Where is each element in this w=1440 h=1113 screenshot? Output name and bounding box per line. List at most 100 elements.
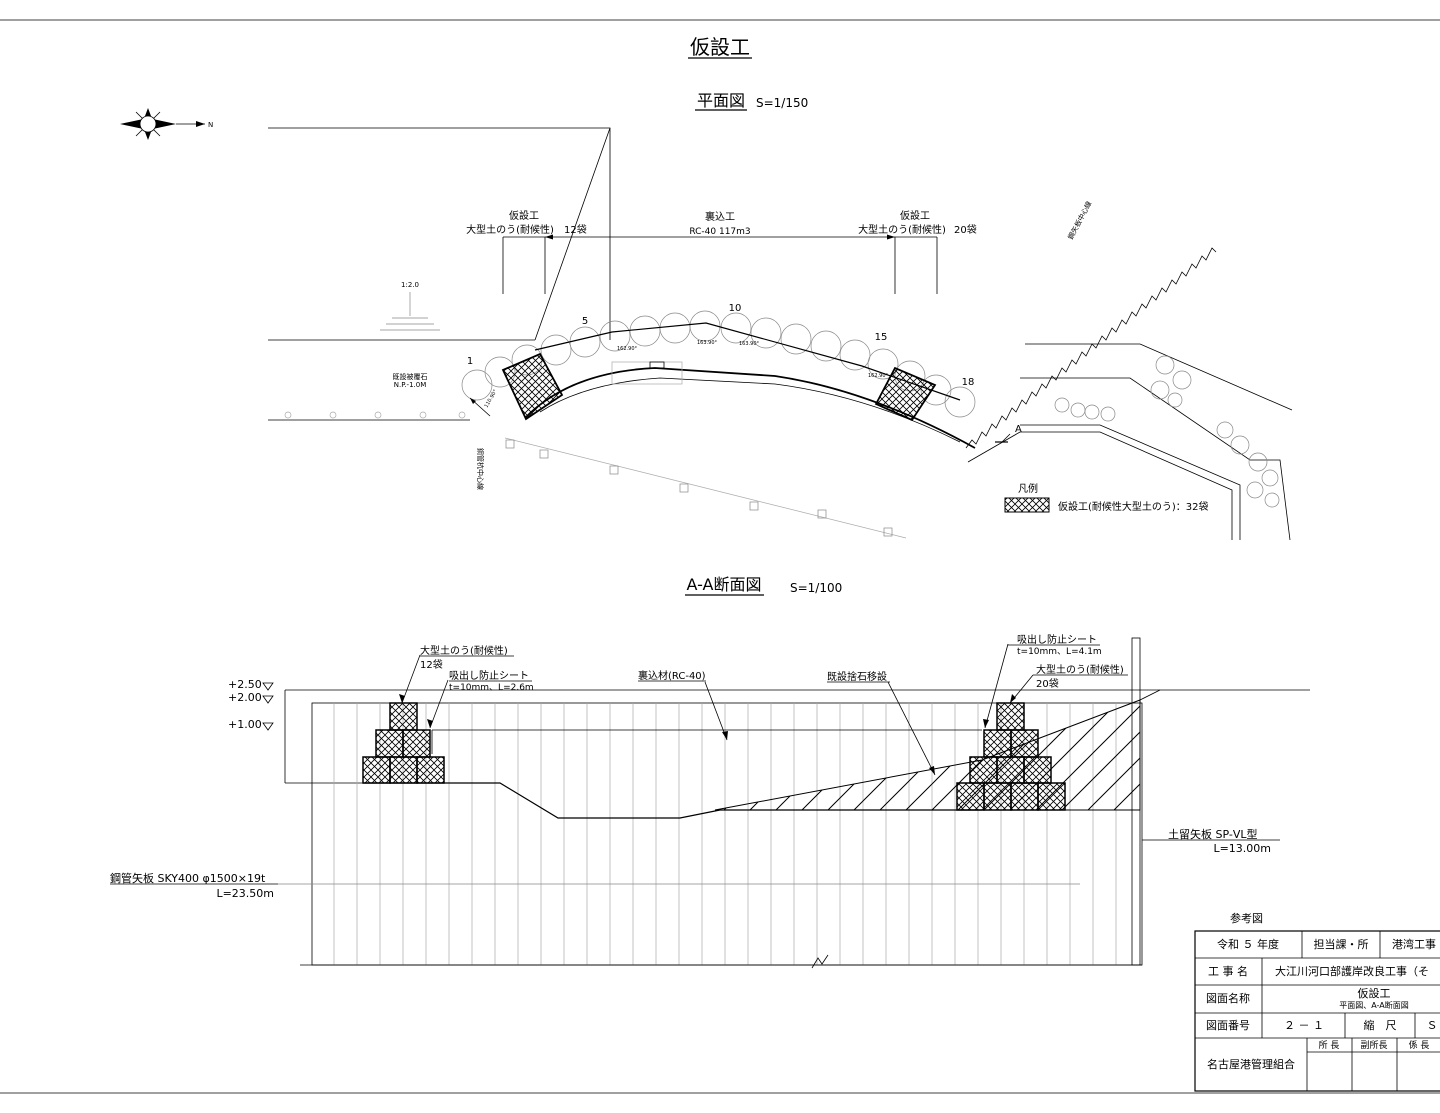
- sheet-pile-zigzag: [965, 247, 1217, 449]
- angle-5: 110.90°: [484, 388, 499, 409]
- angle-2: 163.90°: [697, 340, 717, 346]
- pile-number-1: 1: [467, 356, 473, 367]
- existing-level-label: N.P.-1.0M: [394, 381, 427, 389]
- right-revetment-inner2: [1020, 431, 1233, 540]
- seabed-profile: [363, 782, 982, 819]
- tb-scale-label: 縮 尺: [1364, 1018, 1397, 1032]
- tb-drawing-name-main: 仮設工: [1358, 986, 1391, 1000]
- pile-circles: [461, 310, 976, 418]
- angle-4: 162.90°: [868, 373, 888, 379]
- sec-bag-left-label: 大型土のう(耐候性): [420, 644, 508, 657]
- north-arrow-icon: N: [120, 108, 213, 140]
- sheet-pile-boxes: [505, 439, 893, 537]
- quay-outline: [268, 127, 611, 340]
- section-leaders: [399, 643, 1034, 776]
- backfill-marker: [649, 361, 665, 369]
- bag-left-label2: 大型土のう(耐候性): [466, 223, 554, 236]
- section-scale: S=1/100: [790, 581, 842, 595]
- plan-sandbag-right: [874, 366, 937, 422]
- bag-right-count: 20袋: [954, 223, 977, 236]
- steel-pipe-label: 鋼管矢板 SKY400 φ1500×19t: [110, 871, 266, 885]
- tb-signer-1: 所 長: [1319, 1040, 1340, 1051]
- slope-top-edge: [1139, 689, 1161, 701]
- section-marker: A: [995, 424, 1022, 443]
- section-marker-letter: A: [1015, 424, 1022, 435]
- level-200: +2.00: [228, 691, 262, 704]
- tb-caption: 参考図: [1230, 911, 1263, 925]
- tb-scale-value: Ｓ: [1427, 1019, 1438, 1032]
- retaining-length: L=13.00m: [1213, 842, 1271, 855]
- quay-slope-line: [534, 127, 611, 341]
- right-revetment-inner: [1020, 424, 1241, 540]
- pile-number-18: 18: [962, 377, 975, 388]
- sec-sheet-right-label: 吸出し防止シート: [1017, 633, 1097, 646]
- dimension-lines: [502, 234, 938, 294]
- right-revetment-join: [967, 431, 1021, 463]
- plan-view: 平面図 S=1/150 N 1:2.0: [120, 91, 1293, 541]
- angle-1: 162.90°: [617, 346, 637, 352]
- tb-drawing-name-sub: 平面図、A-A断面図: [1339, 1000, 1408, 1010]
- break-mark: [811, 954, 829, 969]
- tb-work-name-value: 大江川河口部護岸改良工事（そ: [1275, 964, 1429, 978]
- tb-drawing-name-label: 図面名称: [1206, 991, 1250, 1005]
- revetment-stones: [284, 411, 466, 419]
- sec-bag-right-count: 20袋: [1036, 677, 1059, 690]
- tb-drawing-no-label: 図面番号: [1206, 1019, 1250, 1032]
- retaining-label: 土留矢板 SP-ⅤL型: [1168, 827, 1258, 841]
- backfill-label2: RC-40 117m3: [689, 227, 750, 237]
- sec-backfill-label: 裏込材(RC-40): [638, 669, 706, 682]
- sec-sheet-right-spec: t=10mm、L=4.1m: [1017, 647, 1102, 657]
- bag-right-label1: 仮設工: [900, 209, 930, 222]
- direction-arrow-icon: [469, 397, 491, 417]
- steel-pipe-length: L=23.50m: [216, 887, 274, 900]
- section-sandbags-left: [362, 702, 445, 784]
- bag-left-count: 12袋: [564, 223, 587, 236]
- pile-center-line-right: 鋼矢板中心線: [1066, 200, 1094, 241]
- section-sandbags-right: [956, 702, 1066, 811]
- plan-scale: S=1/150: [756, 96, 808, 110]
- sec-bag-left-count: 12袋: [420, 658, 443, 671]
- right-revetment-mid: [1020, 377, 1291, 541]
- pile-center-line-left: 鋼管杭中心線: [476, 448, 485, 490]
- backfill-label1: 裏込工: [705, 210, 735, 223]
- pile-number-5: 5: [582, 316, 588, 327]
- angle-3: 163.90°: [739, 341, 759, 347]
- north-letter: N: [208, 121, 213, 129]
- plan-heading: 平面図: [697, 91, 745, 110]
- page-title: 仮設工: [690, 35, 750, 59]
- right-revetment-top: [1025, 343, 1293, 411]
- title-block: 参考図 令和 ５ 年度 担当課・所 港湾工事 工 事 名 大江川河口部護岸改良工…: [1194, 911, 1440, 1092]
- legend-swatch: [1004, 497, 1050, 513]
- existing-stone-hatch: [714, 699, 1141, 811]
- retaining-sheet-pile: [1131, 637, 1141, 966]
- level-250: +2.50: [228, 678, 262, 691]
- tb-drawing-no-value: ２ － １: [1284, 1019, 1324, 1032]
- tb-org: 名古屋港管理組合: [1207, 1057, 1295, 1071]
- sec-bag-right-label: 大型土のう(耐候性): [1036, 663, 1124, 676]
- sec-sheet-left-label: 吸出し防止シート: [449, 669, 529, 682]
- tb-signer-3: 係 長: [1409, 1040, 1430, 1051]
- legend-text: 仮設工(耐候性大型土のう)：32袋: [1058, 500, 1209, 513]
- section-view: A-A断面図 S=1/100 +2.50 +2.00 +1.00: [110, 575, 1310, 969]
- level-100: +1.00: [228, 718, 262, 731]
- bag-right-label2: 大型土のう(耐候性): [858, 223, 946, 236]
- sheet-pile-line: [504, 437, 907, 539]
- right-riprap-stones: [1054, 355, 1280, 508]
- slope-symbol: [380, 292, 440, 331]
- level-marks: +2.50 +2.00 +1.00: [228, 678, 274, 731]
- pile-number-10: 10: [729, 303, 742, 314]
- tb-frame: [1194, 930, 1440, 1092]
- tb-dept-value: 港湾工事: [1392, 937, 1436, 951]
- tb-dept-label: 担当課・所: [1314, 937, 1369, 951]
- section-heading: A-A断面図: [687, 575, 762, 594]
- pile-number-15: 15: [875, 332, 888, 343]
- bag-left-label1: 仮設工: [509, 209, 539, 222]
- tb-signer-2: 副所長: [1360, 1040, 1387, 1051]
- tb-year: 令和 ５ 年度: [1217, 937, 1279, 951]
- tb-work-name-label: 工 事 名: [1208, 964, 1248, 978]
- existing-revetment-label: 既設被覆石: [393, 372, 428, 381]
- backfill-area-outline: [611, 361, 683, 385]
- slope-ratio: 1:2.0: [401, 281, 419, 289]
- sec-sheet-left-spec: t=10mm、L=2.6m: [449, 683, 534, 693]
